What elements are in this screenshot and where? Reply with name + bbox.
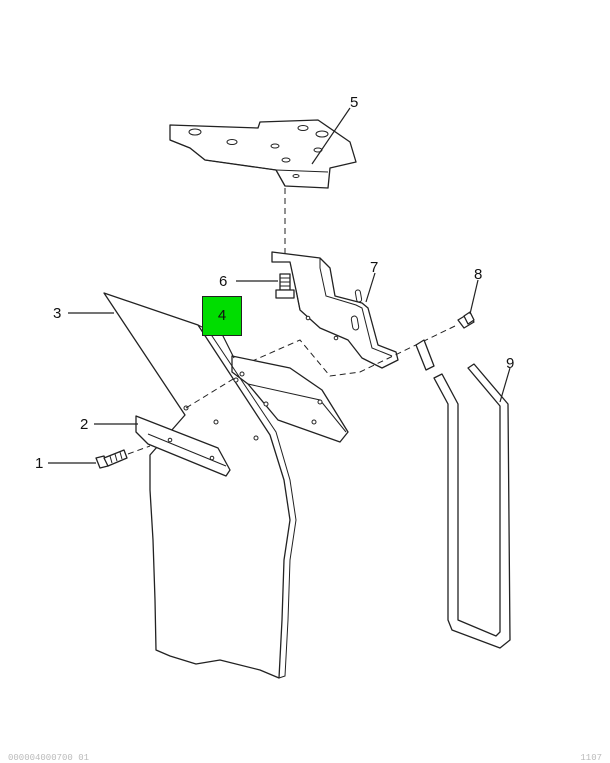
alignment-line-8 (249, 325, 456, 377)
callout-1: 1 (35, 455, 43, 472)
part-1-bolt[interactable] (95, 449, 128, 469)
callout-7: 7 (370, 259, 378, 276)
callout-6: 6 (219, 273, 227, 290)
part-7-bracket[interactable] (271, 251, 399, 369)
part-6-bolt[interactable] (275, 273, 295, 299)
leader-lines (48, 107, 511, 464)
alignment-line-1 (127, 445, 151, 455)
part-5-mounting-plate[interactable] (169, 119, 357, 189)
callout-3: 3 (53, 305, 61, 322)
callout-8: 8 (474, 266, 482, 283)
footer-right-code: 1107 (580, 753, 602, 763)
callout-5: 5 (350, 94, 358, 111)
part-9-u-hanger[interactable] (415, 339, 511, 649)
part-2-clamp-bar[interactable] (135, 415, 231, 477)
callout-4-highlight[interactable]: 4 (202, 296, 242, 336)
part-8-bolt[interactable] (457, 311, 475, 329)
callout-2: 2 (80, 416, 88, 433)
part-3-mudflap[interactable] (103, 292, 297, 679)
footer-left-code: 000004000700 01 (8, 753, 90, 763)
alignment-line-3-4 (185, 375, 239, 409)
callout-9: 9 (506, 355, 514, 372)
